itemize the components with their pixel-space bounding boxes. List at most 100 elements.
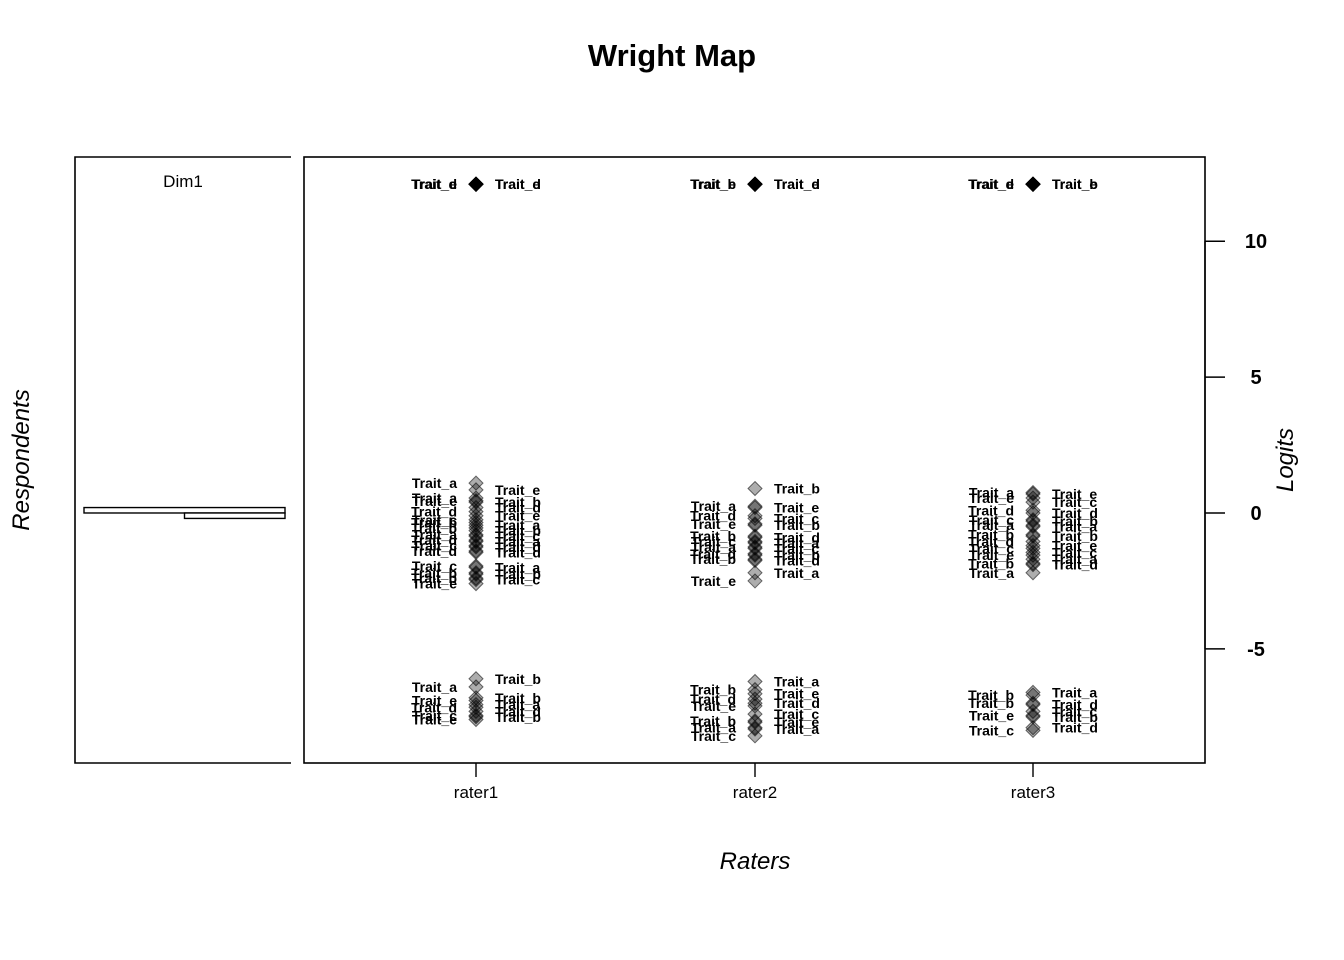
threshold-label: Trait_a bbox=[412, 490, 457, 506]
threshold-point bbox=[1025, 484, 1041, 501]
threshold-label: Trait_d bbox=[774, 529, 820, 545]
threshold-label: Trait_c bbox=[412, 538, 457, 554]
threshold-label: Trait_c bbox=[495, 528, 540, 544]
threshold-label: Trait_d bbox=[495, 176, 541, 192]
threshold-label: Trait_d bbox=[411, 699, 457, 715]
threshold-point bbox=[1025, 687, 1041, 703]
threshold-label: Trait_d bbox=[774, 176, 820, 192]
threshold-label: Trait_a bbox=[774, 721, 819, 737]
raters-axis-label: Raters bbox=[719, 848, 791, 875]
plot-frame bbox=[303, 156, 1206, 764]
threshold-label: Trait_c bbox=[1052, 544, 1097, 560]
threshold-label: Trait_d bbox=[1052, 557, 1098, 573]
threshold-point bbox=[468, 570, 484, 586]
threshold-point bbox=[468, 528, 484, 544]
threshold-label: Trait_a bbox=[691, 498, 736, 514]
threshold-label: Trait_d bbox=[690, 546, 736, 562]
threshold-label: Trait_d bbox=[495, 539, 541, 555]
threshold-label: Trait_b bbox=[1052, 513, 1098, 529]
threshold-label: Trait_d bbox=[1052, 720, 1098, 736]
threshold-label: Trait_b bbox=[1052, 176, 1098, 192]
threshold-point bbox=[468, 699, 484, 715]
threshold-point bbox=[468, 539, 484, 555]
threshold-label: Trait_b bbox=[690, 528, 736, 544]
threshold-label: Trait_d bbox=[411, 543, 457, 559]
threshold-point bbox=[468, 499, 484, 516]
threshold-point bbox=[747, 573, 763, 589]
threshold-label: Trait_d bbox=[968, 534, 1014, 550]
threshold-label: Trait_b bbox=[411, 520, 457, 536]
threshold-label: Trait_c bbox=[969, 722, 1014, 738]
threshold-label: Trait_e bbox=[774, 176, 819, 192]
threshold-point bbox=[1025, 722, 1041, 739]
threshold-label: Trait_c bbox=[1052, 494, 1097, 510]
threshold-label: Trait_b bbox=[495, 494, 541, 510]
threshold-label: Trait_a bbox=[1052, 519, 1097, 535]
threshold-label: Trait_e bbox=[1052, 486, 1097, 502]
threshold-label: Trait_a bbox=[774, 565, 819, 581]
threshold-label: Trait_e bbox=[691, 516, 736, 532]
threshold-point bbox=[468, 703, 484, 720]
threshold-label: Trait_e bbox=[1052, 538, 1097, 554]
threshold-label: Trait_d bbox=[968, 502, 1014, 518]
threshold-point bbox=[468, 671, 484, 687]
threshold-label: Trait_e bbox=[495, 508, 540, 524]
threshold-label: Trait_d bbox=[495, 500, 541, 516]
threshold-label: Trait_e bbox=[412, 692, 457, 708]
threshold-label: Trait_b bbox=[411, 515, 457, 531]
threshold-label: Trait_b bbox=[1052, 528, 1098, 544]
threshold-point bbox=[747, 529, 763, 546]
threshold-point bbox=[747, 673, 763, 690]
threshold-label: Trait_e bbox=[774, 714, 819, 730]
y-tick-label: 0 bbox=[1250, 503, 1261, 525]
threshold-label: Trait_a bbox=[969, 485, 1014, 501]
threshold-label: Trait_a bbox=[412, 475, 457, 491]
threshold-label: Trait_d bbox=[690, 508, 736, 524]
threshold-label: Trait_b bbox=[495, 566, 541, 582]
threshold-point bbox=[468, 571, 484, 588]
threshold-label: Trait_e bbox=[412, 712, 457, 728]
threshold-label: Trait_a bbox=[774, 673, 819, 689]
chart-title: Wright Map bbox=[587, 38, 757, 73]
threshold-label: Trait_d bbox=[774, 695, 820, 711]
threshold-label: Trait_d bbox=[411, 532, 457, 548]
x-tick-label: rater1 bbox=[454, 783, 498, 802]
threshold-label: Trait_e bbox=[774, 686, 819, 702]
threshold-label: Trait_c bbox=[412, 558, 457, 574]
threshold-point bbox=[747, 547, 763, 563]
threshold-label: Trait_a bbox=[1052, 551, 1097, 567]
threshold-label: Trait_c bbox=[969, 512, 1014, 528]
threshold-point bbox=[1025, 517, 1041, 533]
threshold-label: Trait_e bbox=[691, 698, 736, 714]
threshold-point bbox=[468, 709, 484, 725]
threshold-point bbox=[1025, 703, 1041, 720]
threshold-label: Trait_c bbox=[969, 540, 1014, 556]
threshold-point bbox=[1025, 176, 1041, 192]
threshold-label: Trait_b bbox=[774, 547, 820, 563]
threshold-point bbox=[1025, 719, 1041, 736]
threshold-label: Trait_e bbox=[691, 176, 736, 192]
threshold-label: Trait_a bbox=[1052, 684, 1097, 700]
y-tick-label: -5 bbox=[1247, 639, 1265, 661]
threshold-label: Trait_a bbox=[969, 565, 1014, 581]
threshold-label: Trait_c bbox=[412, 707, 457, 723]
threshold-label: Trait_b bbox=[411, 570, 457, 586]
threshold-label: Trait_e bbox=[969, 176, 1014, 192]
threshold-label: Trait_a bbox=[412, 527, 457, 543]
threshold-label: Trait_e bbox=[412, 176, 457, 192]
threshold-point bbox=[747, 695, 763, 711]
threshold-point bbox=[468, 517, 484, 533]
threshold-label: Trait_a bbox=[412, 679, 457, 695]
threshold-label: Trait_b bbox=[968, 527, 1014, 543]
threshold-point bbox=[747, 535, 763, 551]
threshold-label: Trait_e bbox=[774, 500, 819, 516]
threshold-point bbox=[747, 517, 763, 533]
threshold-label: Trait_c bbox=[1052, 703, 1097, 719]
threshold-label: Trait_c bbox=[774, 510, 819, 526]
threshold-label: Trait_e bbox=[691, 573, 736, 589]
respondent-histogram-bar bbox=[83, 506, 286, 514]
threshold-point bbox=[1025, 565, 1041, 581]
dimension-label: Dim1 bbox=[163, 172, 203, 191]
threshold-label: Trait_b bbox=[690, 551, 736, 567]
threshold-label: Trait_c bbox=[495, 572, 540, 588]
